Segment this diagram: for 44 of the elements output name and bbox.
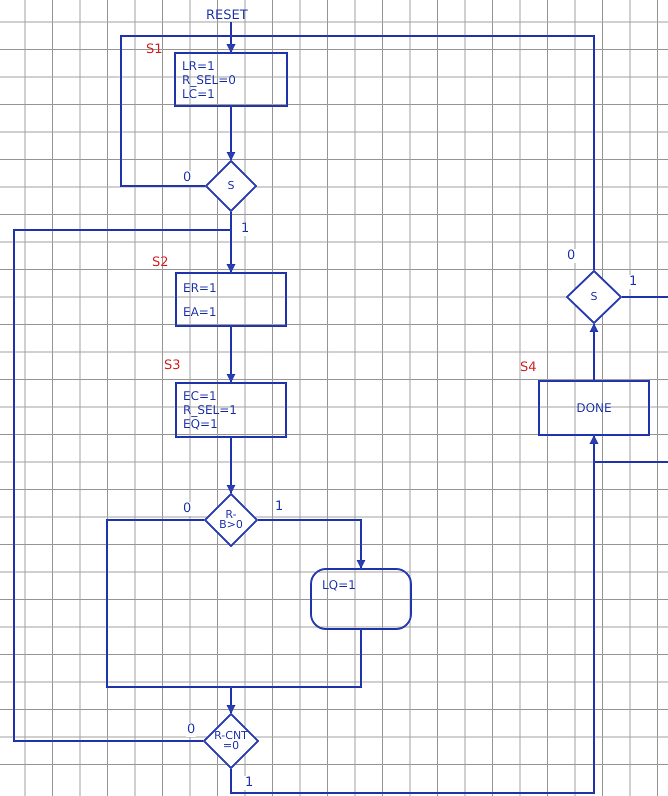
arrow [226, 438, 236, 494]
arrow [226, 35, 595, 270]
arrow [258, 519, 366, 569]
edge-label: 0 [186, 723, 196, 737]
state-box [175, 272, 287, 327]
arrow [590, 323, 598, 380]
edge-label: 0 [182, 502, 192, 516]
arrow [13, 229, 236, 742]
edge-label: 1 [628, 275, 638, 289]
condition-text: S [228, 181, 234, 191]
assignment-text: LQ=1 [322, 578, 357, 592]
conditional-output-box [310, 568, 412, 630]
condition-text: R-CNT =0 [214, 731, 248, 751]
assignment-text: LC=1 [182, 86, 215, 100]
decision-diamond [566, 270, 622, 324]
state-name: S4 [520, 360, 537, 375]
arrow [226, 107, 236, 161]
state-name: S2 [152, 255, 169, 270]
decision-diamond [204, 493, 258, 547]
assignment-text: DONE [576, 401, 612, 415]
state-box [538, 380, 650, 436]
edge-label: 1 [244, 776, 254, 790]
assignment-text: R_SEL=0 [182, 72, 237, 86]
edge-label: 1 [240, 222, 250, 236]
assignment-text: EQ=1 [183, 417, 219, 431]
assignment-text: ER=1 [183, 280, 218, 294]
condition-text: S [590, 292, 598, 302]
arrow [590, 435, 668, 463]
arrow [226, 630, 362, 714]
arrow [226, 327, 236, 383]
decision-diamond [205, 160, 257, 212]
decision-diamond [203, 713, 259, 769]
edge-label: 0 [182, 171, 192, 185]
state-box [174, 52, 288, 107]
edge-label: 0 [566, 249, 576, 263]
assignment-text: LR=1 [182, 58, 216, 72]
condition-text: R-B>0 [218, 510, 244, 530]
assignment-text: EA=1 [183, 304, 218, 318]
state-box [175, 382, 287, 438]
state-name: S1 [146, 42, 163, 57]
start-label: RESET [206, 8, 248, 23]
state-name: S3 [164, 358, 181, 373]
assignment-text: R_SEL=1 [183, 403, 238, 417]
assignment-text: EC=1 [183, 389, 218, 403]
